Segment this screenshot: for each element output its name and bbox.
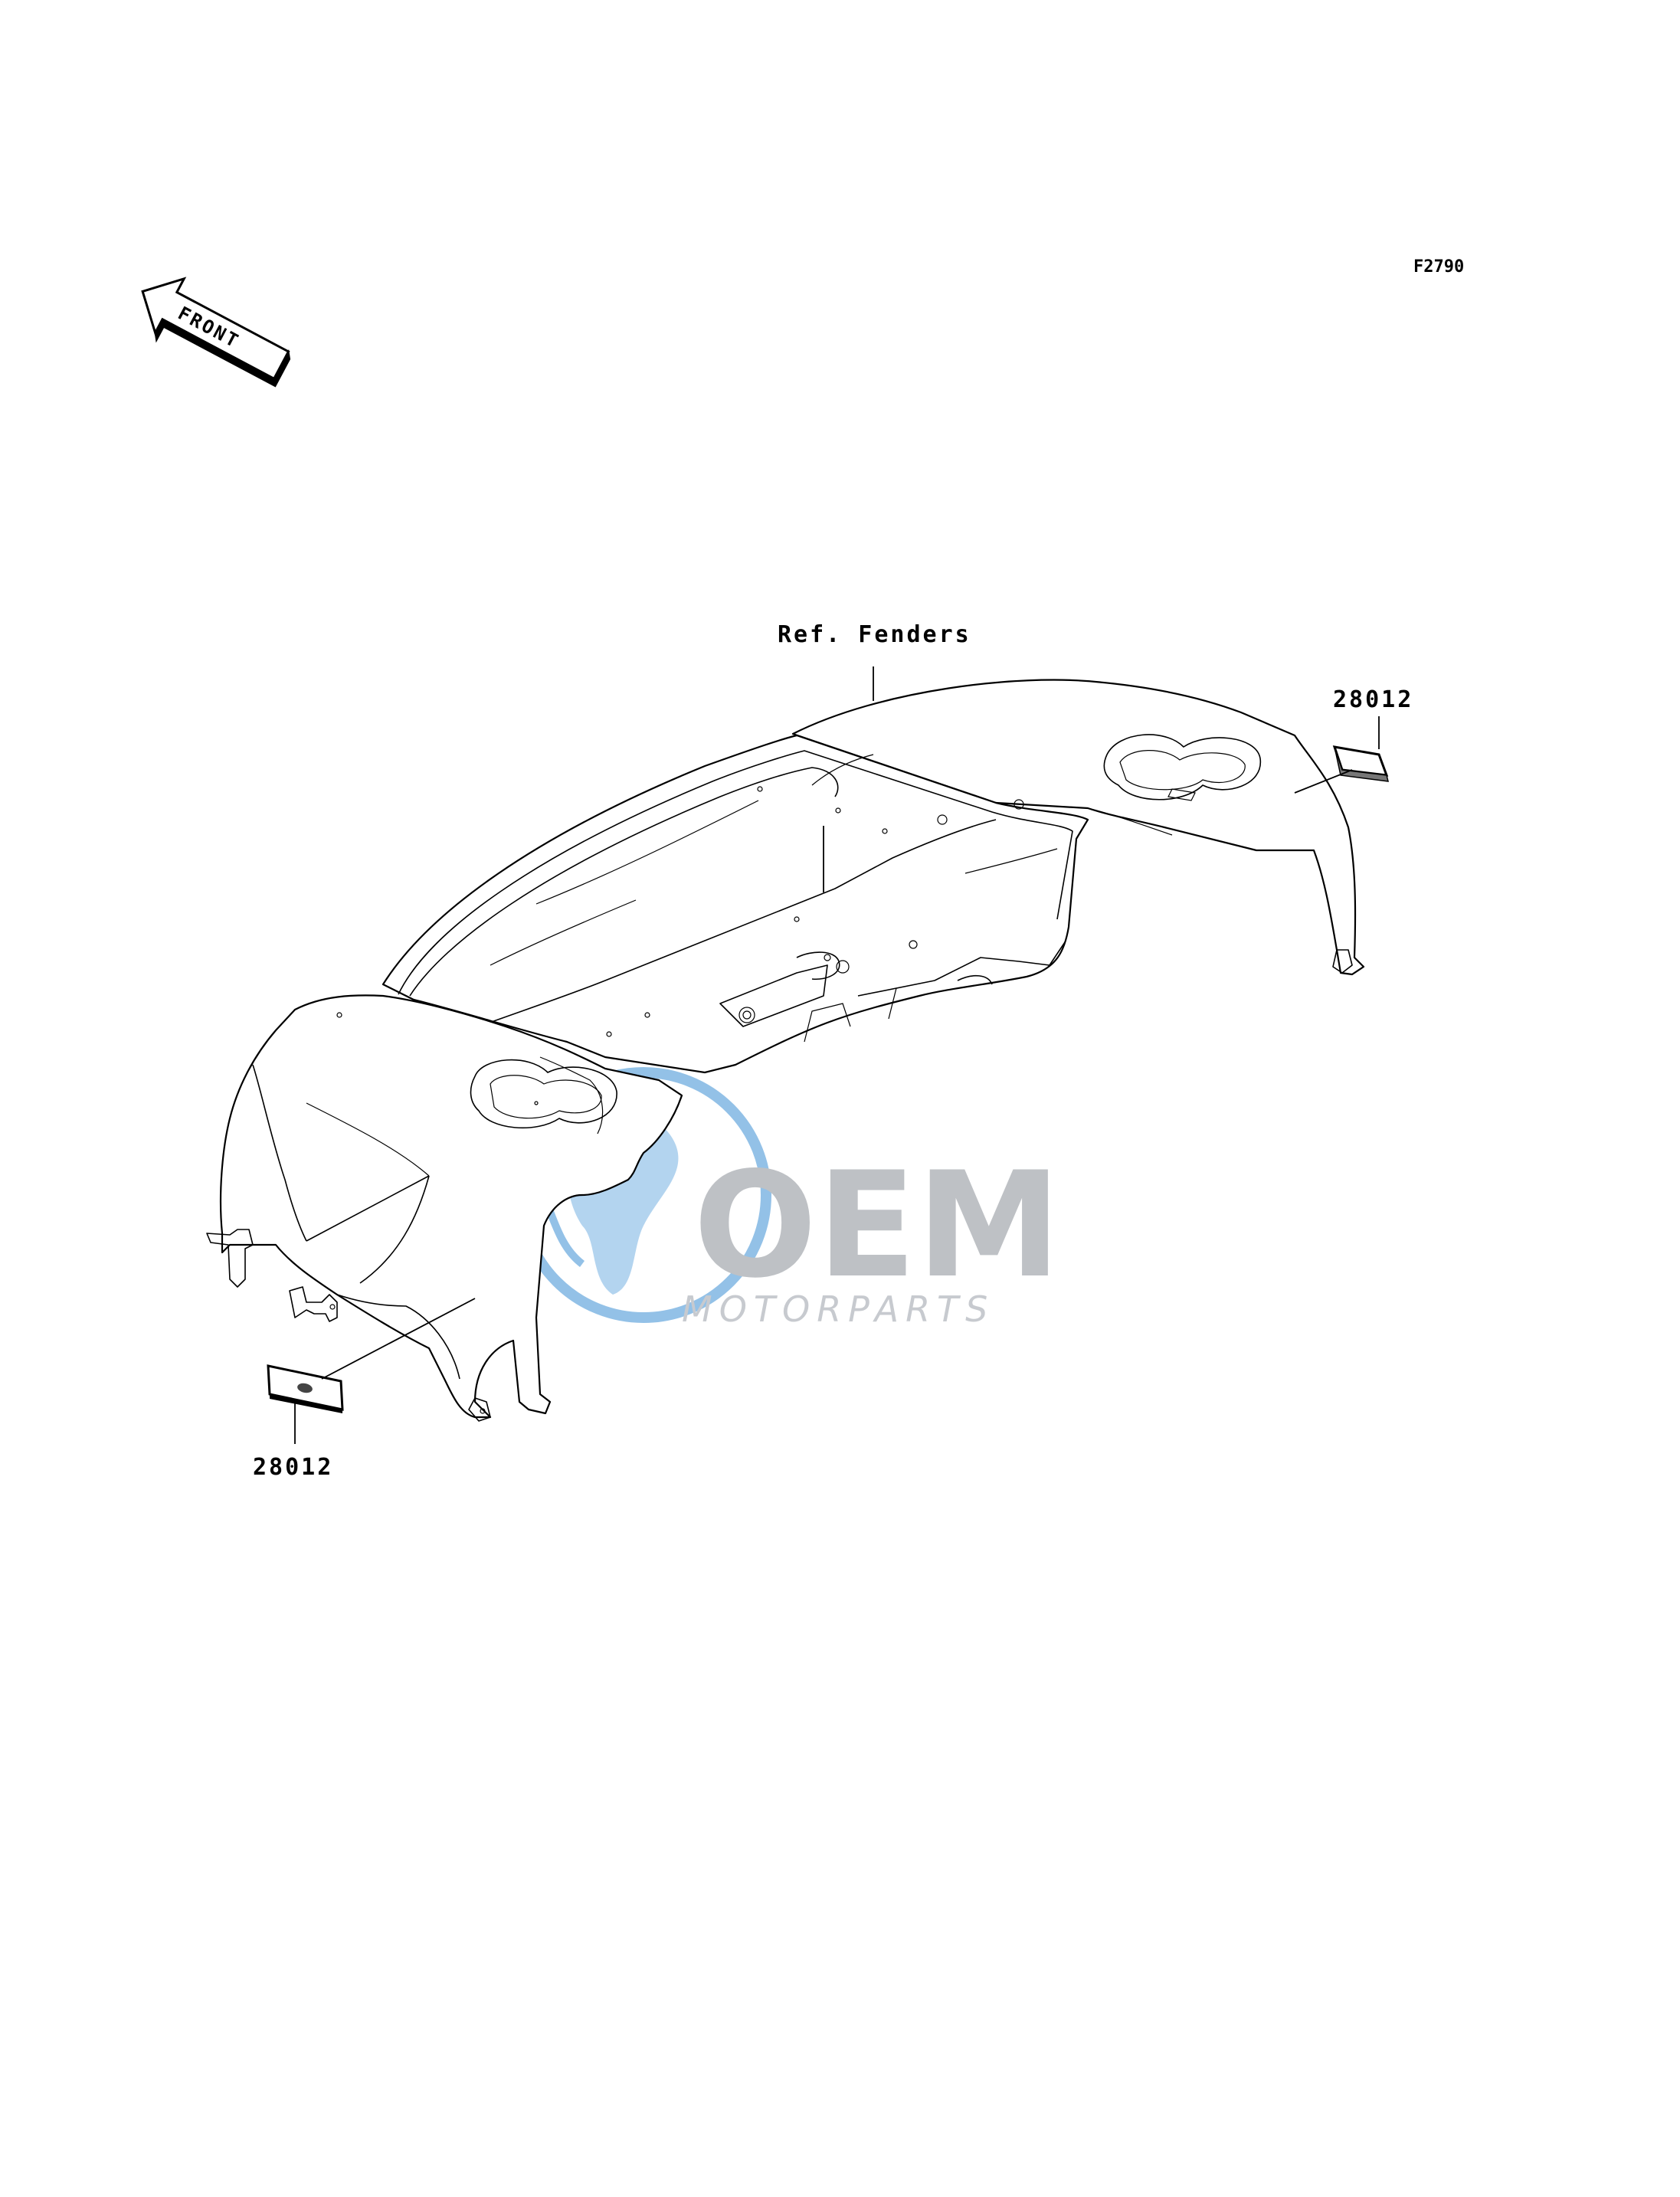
leader-left-reflector — [321, 1298, 476, 1380]
part-number-left: 28012 — [253, 1454, 333, 1481]
ref-fenders-label: Ref. Fenders — [778, 621, 971, 648]
reflector-left — [267, 1364, 344, 1413]
leader-right-reflector — [1294, 769, 1353, 794]
front-arrow-icon: FRONT — [141, 277, 291, 388]
part-number-right: 28012 — [1333, 686, 1413, 713]
watermark-sub: MOTORPARTS — [682, 1288, 994, 1330]
rear-fender-assembly — [206, 679, 1365, 1422]
watermark-brand: OEM — [693, 1141, 1061, 1310]
reflector-right — [1332, 745, 1389, 782]
oem-watermark: OEM MOTORPARTS — [516, 1067, 1061, 1330]
figure-code: F2790 — [1413, 257, 1464, 277]
